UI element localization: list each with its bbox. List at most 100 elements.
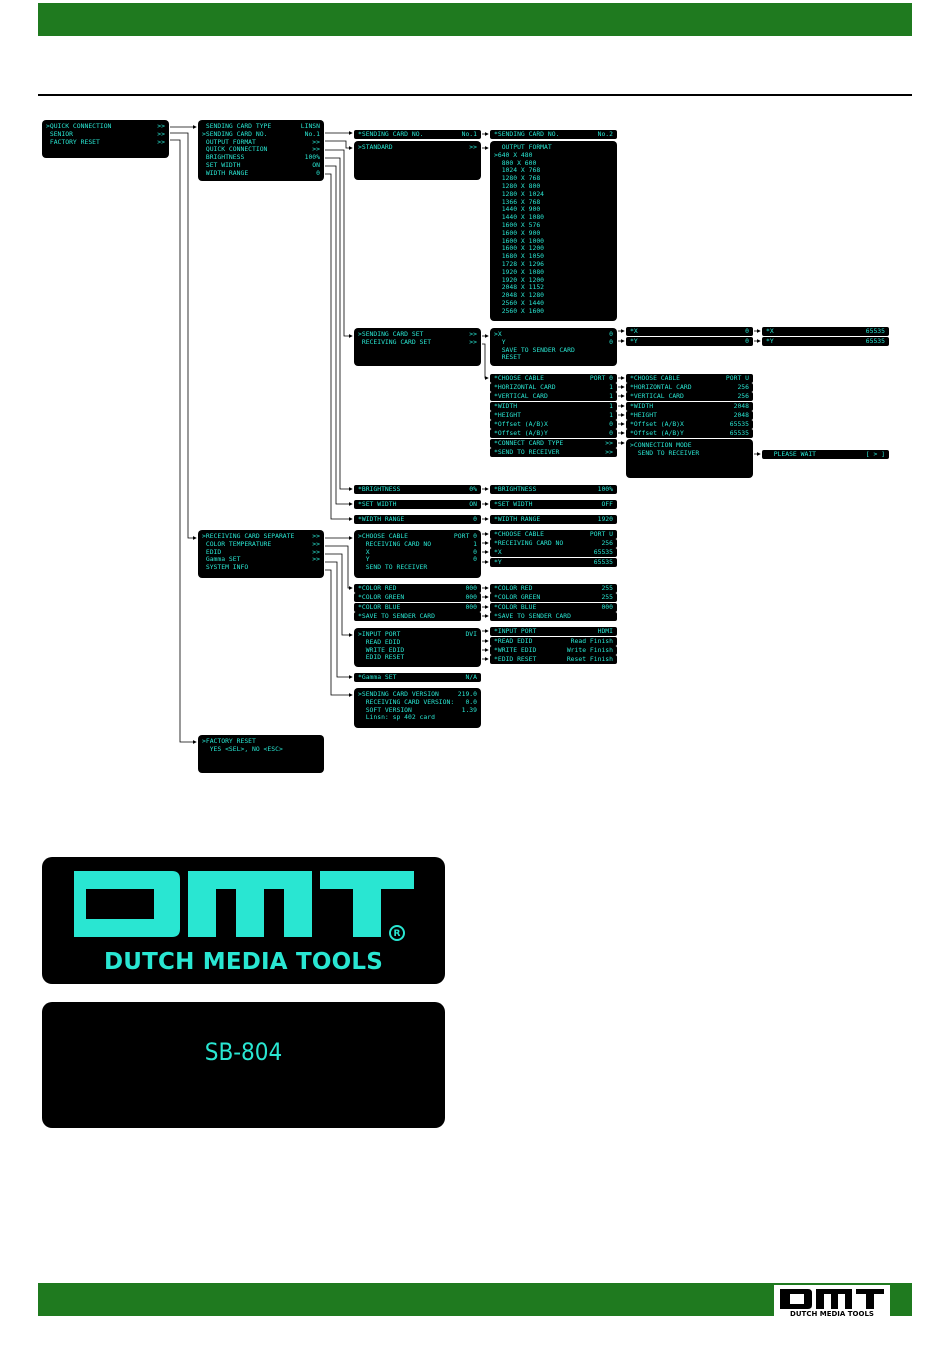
menu-row-label: 1280 X 800 xyxy=(494,181,541,190)
menu-row-label: 1600 X 900 xyxy=(494,228,541,237)
menu-row-label: BRIGHTNESS xyxy=(202,153,245,162)
menu-row: *SENDING CARD NO.No.2 xyxy=(494,130,613,139)
menu-row-label: Y xyxy=(494,337,506,346)
menu-row-value: 256 xyxy=(601,539,613,547)
menu-row-label: 1366 X 768 xyxy=(494,197,541,206)
menu-row-label: 1680 X 1050 xyxy=(494,252,545,261)
menu-row-label: SENIOR xyxy=(46,129,73,138)
footer-logo-text: DUTCH MEDIA TOOLS xyxy=(790,1310,874,1318)
menu-row-label: *Y xyxy=(494,558,502,566)
menu-row-value: 1 xyxy=(609,402,613,410)
menu-row-label: 1440 X 1080 xyxy=(494,213,545,222)
menu-row: 1600 X 576 xyxy=(494,221,613,230)
menu-row: 1920 X 1200 xyxy=(494,276,613,285)
menu-row-value: >> xyxy=(605,448,613,456)
menu-row: 2048 X 1152 xyxy=(494,284,613,292)
menu-row-value: 0 xyxy=(473,515,477,523)
menu-row-value: 000 xyxy=(465,584,477,592)
menu-screen-m_senior: >RECEIVING CARD SEPARATE>> COLOR TEMPERA… xyxy=(198,530,324,578)
menu-row: Linsn: sp 402 card xyxy=(358,714,477,722)
menu-row-value: 0.0 xyxy=(465,697,477,706)
menu-row-label: RECEIVING CARD NO xyxy=(358,539,432,548)
menu-row-label: RESET xyxy=(494,353,521,362)
menu-row-label: >SENDING CARD NO. xyxy=(202,129,268,138)
menu-row: 1680 X 1050 xyxy=(494,252,613,261)
menu-screen-s_rc8: *CONNECT CARD TYPE>> xyxy=(490,439,617,448)
menu-row-label: >SENDING CARD SET xyxy=(358,330,424,338)
menu-row-label: FACTORY RESET xyxy=(46,137,100,146)
menu-row-value: 256 xyxy=(737,392,749,400)
menu-row-value: 0 xyxy=(316,168,320,177)
menu-row-label: 1280 X 768 xyxy=(494,174,541,183)
menu-row: WRITE EDID xyxy=(358,646,477,655)
menu-row-value: Read Finish xyxy=(570,637,613,645)
menu-row-label: 800 X 600 xyxy=(494,158,537,167)
menu-row-label: WIDTH RANGE xyxy=(202,168,249,177)
menu-row-label: 1024 X 768 xyxy=(494,166,541,175)
menu-row-label: *READ EDID xyxy=(494,637,533,645)
menu-row: SAVE TO SENDER CARD xyxy=(494,346,613,355)
menu-row: 2560 X 1600 xyxy=(494,307,613,316)
menu-row-value: 65535 xyxy=(729,420,749,428)
menu-row-value: >> xyxy=(157,122,165,130)
menu-row-label: COLOR TEMPERATURE xyxy=(202,539,272,548)
menu-row-value: >> xyxy=(157,129,165,138)
menu-row-label: >STANDARD xyxy=(358,143,393,151)
header-bar xyxy=(38,3,912,36)
menu-row-value: >> xyxy=(469,337,477,346)
menu-screen-s_ct4: *SAVE TO SENDER CARD xyxy=(354,612,481,621)
menu-row-label: QUICK CONNECTION xyxy=(202,145,268,154)
menu-row-value: HDMI xyxy=(597,627,613,635)
menu-row-label: *HORIZONTAL CARD xyxy=(630,383,692,391)
menu-row: >SENDING CARD SET>> xyxy=(358,330,477,339)
menu-row-label: EDID RESET xyxy=(358,653,405,662)
menu-row: QUICK CONNECTION >> xyxy=(202,146,320,154)
menu-row-value: >> xyxy=(312,145,320,154)
menu-row-value: 1 xyxy=(609,392,613,400)
menu-row-label: >SENDING CARD VERSION xyxy=(358,690,439,698)
menu-row: >STANDARD>> xyxy=(358,143,477,152)
menu-row-value: N/A xyxy=(465,673,477,681)
menu-row-label: *RECEIVING CARD NO xyxy=(494,539,564,547)
menu-row-label: 1600 X 1000 xyxy=(494,236,545,245)
menu-row: 1728 X 1296 xyxy=(494,260,613,269)
menu-row-label: SENDING CARD TYPE xyxy=(202,122,272,130)
menu-row-value: 000 xyxy=(465,603,477,611)
menu-row-label: >QUICK CONNECTION xyxy=(46,122,112,130)
menu-row: >CONNECTION MODE xyxy=(630,441,749,450)
menu-row: *CONNECT CARD TYPE>> xyxy=(494,439,613,448)
menu-row-label: *COLOR GREEN xyxy=(358,593,405,601)
menu-row-label: >CHOOSE CABLE xyxy=(358,532,409,540)
menu-row-label: *BRIGHTNESS xyxy=(358,485,401,493)
menu-row-label: *Y xyxy=(766,337,774,345)
menu-row-value: 2048 xyxy=(733,402,749,410)
menu-row: 1920 X 1080 xyxy=(494,268,613,277)
menu-row: PLEASE WAIT[ > ] xyxy=(766,450,885,459)
menu-row-value: 000 xyxy=(465,593,477,601)
menu-row-label: *X xyxy=(766,327,774,335)
menu-row: 1024 X 768 xyxy=(494,167,613,175)
menu-row-label: *SET WIDTH xyxy=(494,500,533,508)
menu-row-label: *COLOR GREEN xyxy=(494,593,541,601)
